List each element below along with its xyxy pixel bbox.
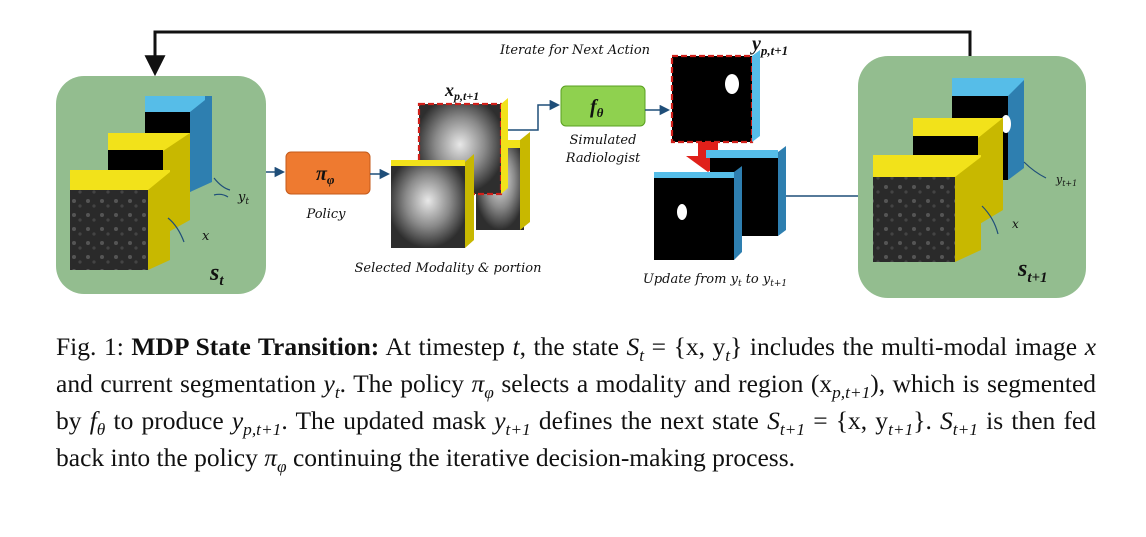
caption-math: t+1	[779, 420, 805, 440]
caption-text: is then fed back into the policy	[56, 406, 1097, 472]
update-label: Update from yt to yt+1	[643, 272, 787, 289]
caption-math: t	[639, 346, 645, 366]
radiologist-line2: Radiologist	[565, 151, 641, 166]
caption-text: to produce	[105, 406, 232, 435]
caption-math: φ	[484, 383, 494, 403]
caption-math: y	[231, 406, 244, 435]
y-t1-label: yt+1	[1055, 173, 1077, 188]
caption-math: y	[323, 369, 335, 398]
caption-math: p,t+1	[832, 383, 871, 403]
iterate-label: Iterate for Next Action	[499, 43, 650, 58]
caption-math: t	[334, 383, 340, 403]
radiologist-line1: Simulated	[570, 133, 637, 148]
caption-math: t+1	[952, 420, 978, 440]
f-theta-box	[560, 85, 646, 127]
y-t-label: yt	[237, 190, 249, 207]
yp-mask	[670, 50, 760, 144]
x-label-left: x	[202, 229, 210, 244]
state-t1-label: st+1	[1017, 256, 1048, 286]
caption-text: } includes the multi-modal image	[730, 332, 1085, 361]
policy-box	[285, 151, 371, 195]
caption-math: f	[89, 406, 97, 435]
caption-text: selects a modality and region (x	[493, 369, 833, 398]
yp-label: yp,t+1	[750, 33, 788, 58]
caption-math: p,t+1	[243, 420, 282, 440]
caption-math: φ	[276, 457, 287, 477]
f-theta-symbol: fθ	[590, 96, 604, 120]
caption-text: . The updated mask	[281, 406, 495, 435]
caption-math: t+1	[888, 420, 914, 440]
state-t1-cubes	[873, 78, 1024, 262]
caption-math: t	[512, 332, 520, 361]
caption-fig-label: Fig. 1:	[56, 332, 132, 361]
figure-caption: Fig. 1: MDP State Transition: At timeste…	[56, 328, 1096, 476]
caption-math: S	[767, 406, 780, 435]
crop-label: xp,t+1	[444, 80, 479, 103]
caption-math: S	[626, 332, 640, 361]
caption-math: x	[1084, 332, 1097, 361]
caption-text: At timestep	[379, 332, 513, 361]
caption-text: ), which is segmented by	[56, 369, 1097, 435]
selected-modality-stack	[391, 98, 530, 248]
caption-text: , the state	[519, 332, 627, 361]
feedback-loop-arrow	[144, 30, 972, 77]
updated-masks	[654, 146, 786, 260]
caption-text: continuing the iterative decision-making…	[286, 443, 796, 472]
selected-label: Selected Modality & portion	[355, 261, 542, 276]
caption-math: θ	[96, 420, 106, 440]
caption-title: MDP State Transition:	[131, 332, 380, 361]
caption-math: t+1	[505, 420, 531, 440]
caption-text: }.	[913, 406, 941, 435]
caption-text: . The policy	[339, 369, 472, 398]
caption-text: and current segmentation	[56, 369, 324, 398]
caption-math: π	[471, 369, 485, 398]
caption-math: y	[494, 406, 506, 435]
caption-text: defines the next state	[530, 406, 768, 435]
x-label-right: x	[1012, 217, 1019, 231]
caption-math: = {x, y	[644, 332, 726, 361]
policy-label: Policy	[306, 207, 347, 222]
caption-math: S	[940, 406, 953, 435]
state-t-cubes	[70, 96, 212, 270]
caption-math: t	[725, 346, 731, 366]
caption-math: = {x, y	[805, 406, 889, 435]
caption-math: π	[264, 443, 277, 472]
policy-symbol: πφ	[316, 163, 335, 187]
mdp-diagram: Iterate for Next Action yt x st πφ Polic…	[56, 30, 1086, 298]
state-t-label: st	[209, 260, 224, 289]
